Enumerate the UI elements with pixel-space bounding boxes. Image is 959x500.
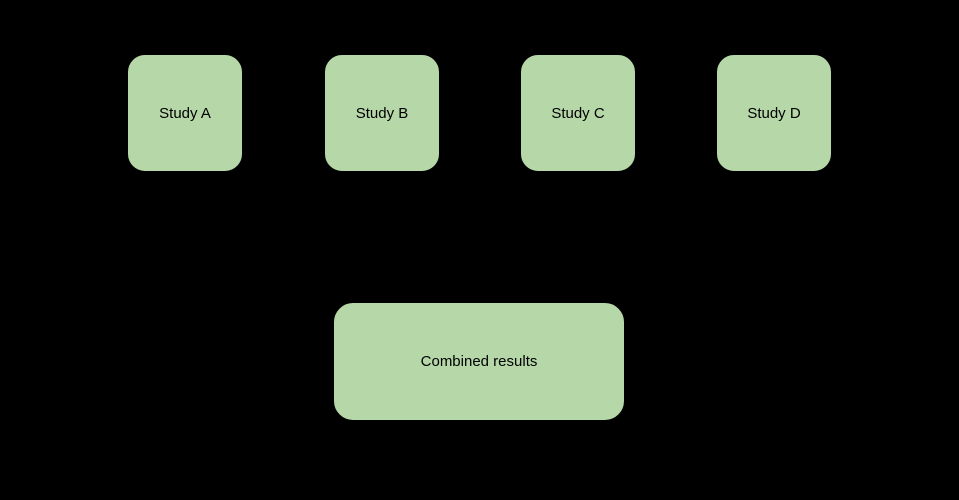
combined-results-node: Combined results [333,302,625,421]
study-c-label: Study C [551,104,605,122]
study-a-label: Study A [159,104,211,122]
study-c-node: Study C [520,54,636,172]
study-d-node: Study D [716,54,832,172]
study-d-label: Study D [747,104,801,122]
study-b-node: Study B [324,54,440,172]
study-b-label: Study B [355,104,409,122]
combined-results-label: Combined results [420,353,538,370]
study-a-node: Study A [127,54,243,172]
